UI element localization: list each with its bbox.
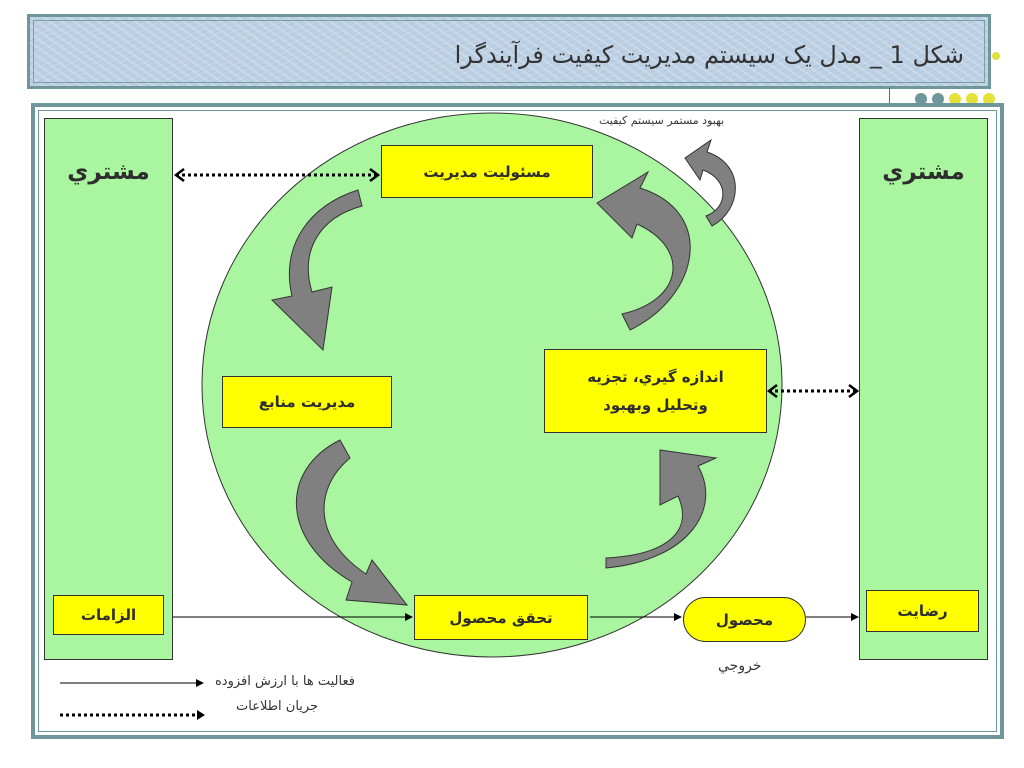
product-realization-box: تحقق محصول bbox=[414, 595, 588, 640]
slide-title: شکل 1 _ مدل یک سیستم مدیریت کیفیت فرآیند… bbox=[454, 41, 964, 69]
measurement-analysis-label: اندازه گيري، تجزيه وتحليل وبهبود bbox=[587, 363, 724, 419]
decorative-dot bbox=[966, 93, 978, 105]
output-caption: خروجي bbox=[718, 658, 762, 674]
curved-arrow-responsibility-to-resources bbox=[270, 189, 363, 352]
measurement-label-line2: وتحليل وبهبود bbox=[603, 396, 708, 414]
curved-arrow-resources-to-realization bbox=[295, 439, 409, 606]
product-realization-label: تحقق محصول bbox=[449, 608, 553, 627]
requirements-box: الزامات bbox=[53, 595, 164, 635]
legend-dotted-arrowhead bbox=[197, 710, 205, 720]
satisfaction-box: رضايت bbox=[866, 590, 979, 632]
measurement-label-line1: اندازه گيري، تجزيه bbox=[587, 368, 724, 386]
management-responsibility-label: مسئوليت مديريت bbox=[423, 162, 551, 181]
decorative-dot bbox=[932, 93, 944, 105]
satisfaction-label: رضايت bbox=[897, 602, 948, 620]
diagram-frame-inner-border bbox=[38, 110, 997, 732]
measurement-analysis-box: اندازه گيري، تجزيه وتحليل وبهبود bbox=[544, 349, 767, 433]
management-responsibility-box: مسئوليت مديريت bbox=[381, 145, 593, 198]
curved-arrow-continual-improvement bbox=[684, 138, 736, 227]
continual-improvement-caption: بهبود مستمر سيستم كيفيت bbox=[599, 114, 725, 127]
title-divider-line bbox=[889, 88, 890, 106]
decorative-dot bbox=[915, 93, 927, 105]
title-banner: شکل 1 _ مدل یک سیستم مدیریت کیفیت فرآیند… bbox=[27, 14, 991, 89]
right-customer-title: مشتري bbox=[882, 159, 965, 185]
requirements-label: الزامات bbox=[80, 606, 137, 624]
decorative-dot bbox=[983, 93, 995, 105]
left-customer-column: مشتري bbox=[44, 118, 173, 660]
legend-value-activities-text: فعاليت ها با ارزش افزوده bbox=[215, 674, 355, 689]
title-banner-inner-border bbox=[33, 20, 985, 83]
product-output-label: محصول bbox=[715, 610, 774, 629]
resource-management-box: مديريت منابع bbox=[222, 376, 392, 428]
title-bullet-dot bbox=[992, 52, 1000, 60]
decorative-dots bbox=[915, 93, 1005, 107]
curved-arrow-realization-to-measurement bbox=[605, 449, 718, 569]
curved-arrow-measurement-to-responsibility bbox=[596, 170, 691, 331]
left-customer-title: مشتري bbox=[67, 159, 150, 185]
resource-management-label: مديريت منابع bbox=[258, 393, 356, 411]
product-output-pill: محصول bbox=[683, 597, 806, 642]
decorative-dot bbox=[949, 93, 961, 105]
right-customer-column: مشتري bbox=[859, 118, 988, 660]
legend-information-flow-text: جريان اطلاعات bbox=[236, 699, 319, 714]
